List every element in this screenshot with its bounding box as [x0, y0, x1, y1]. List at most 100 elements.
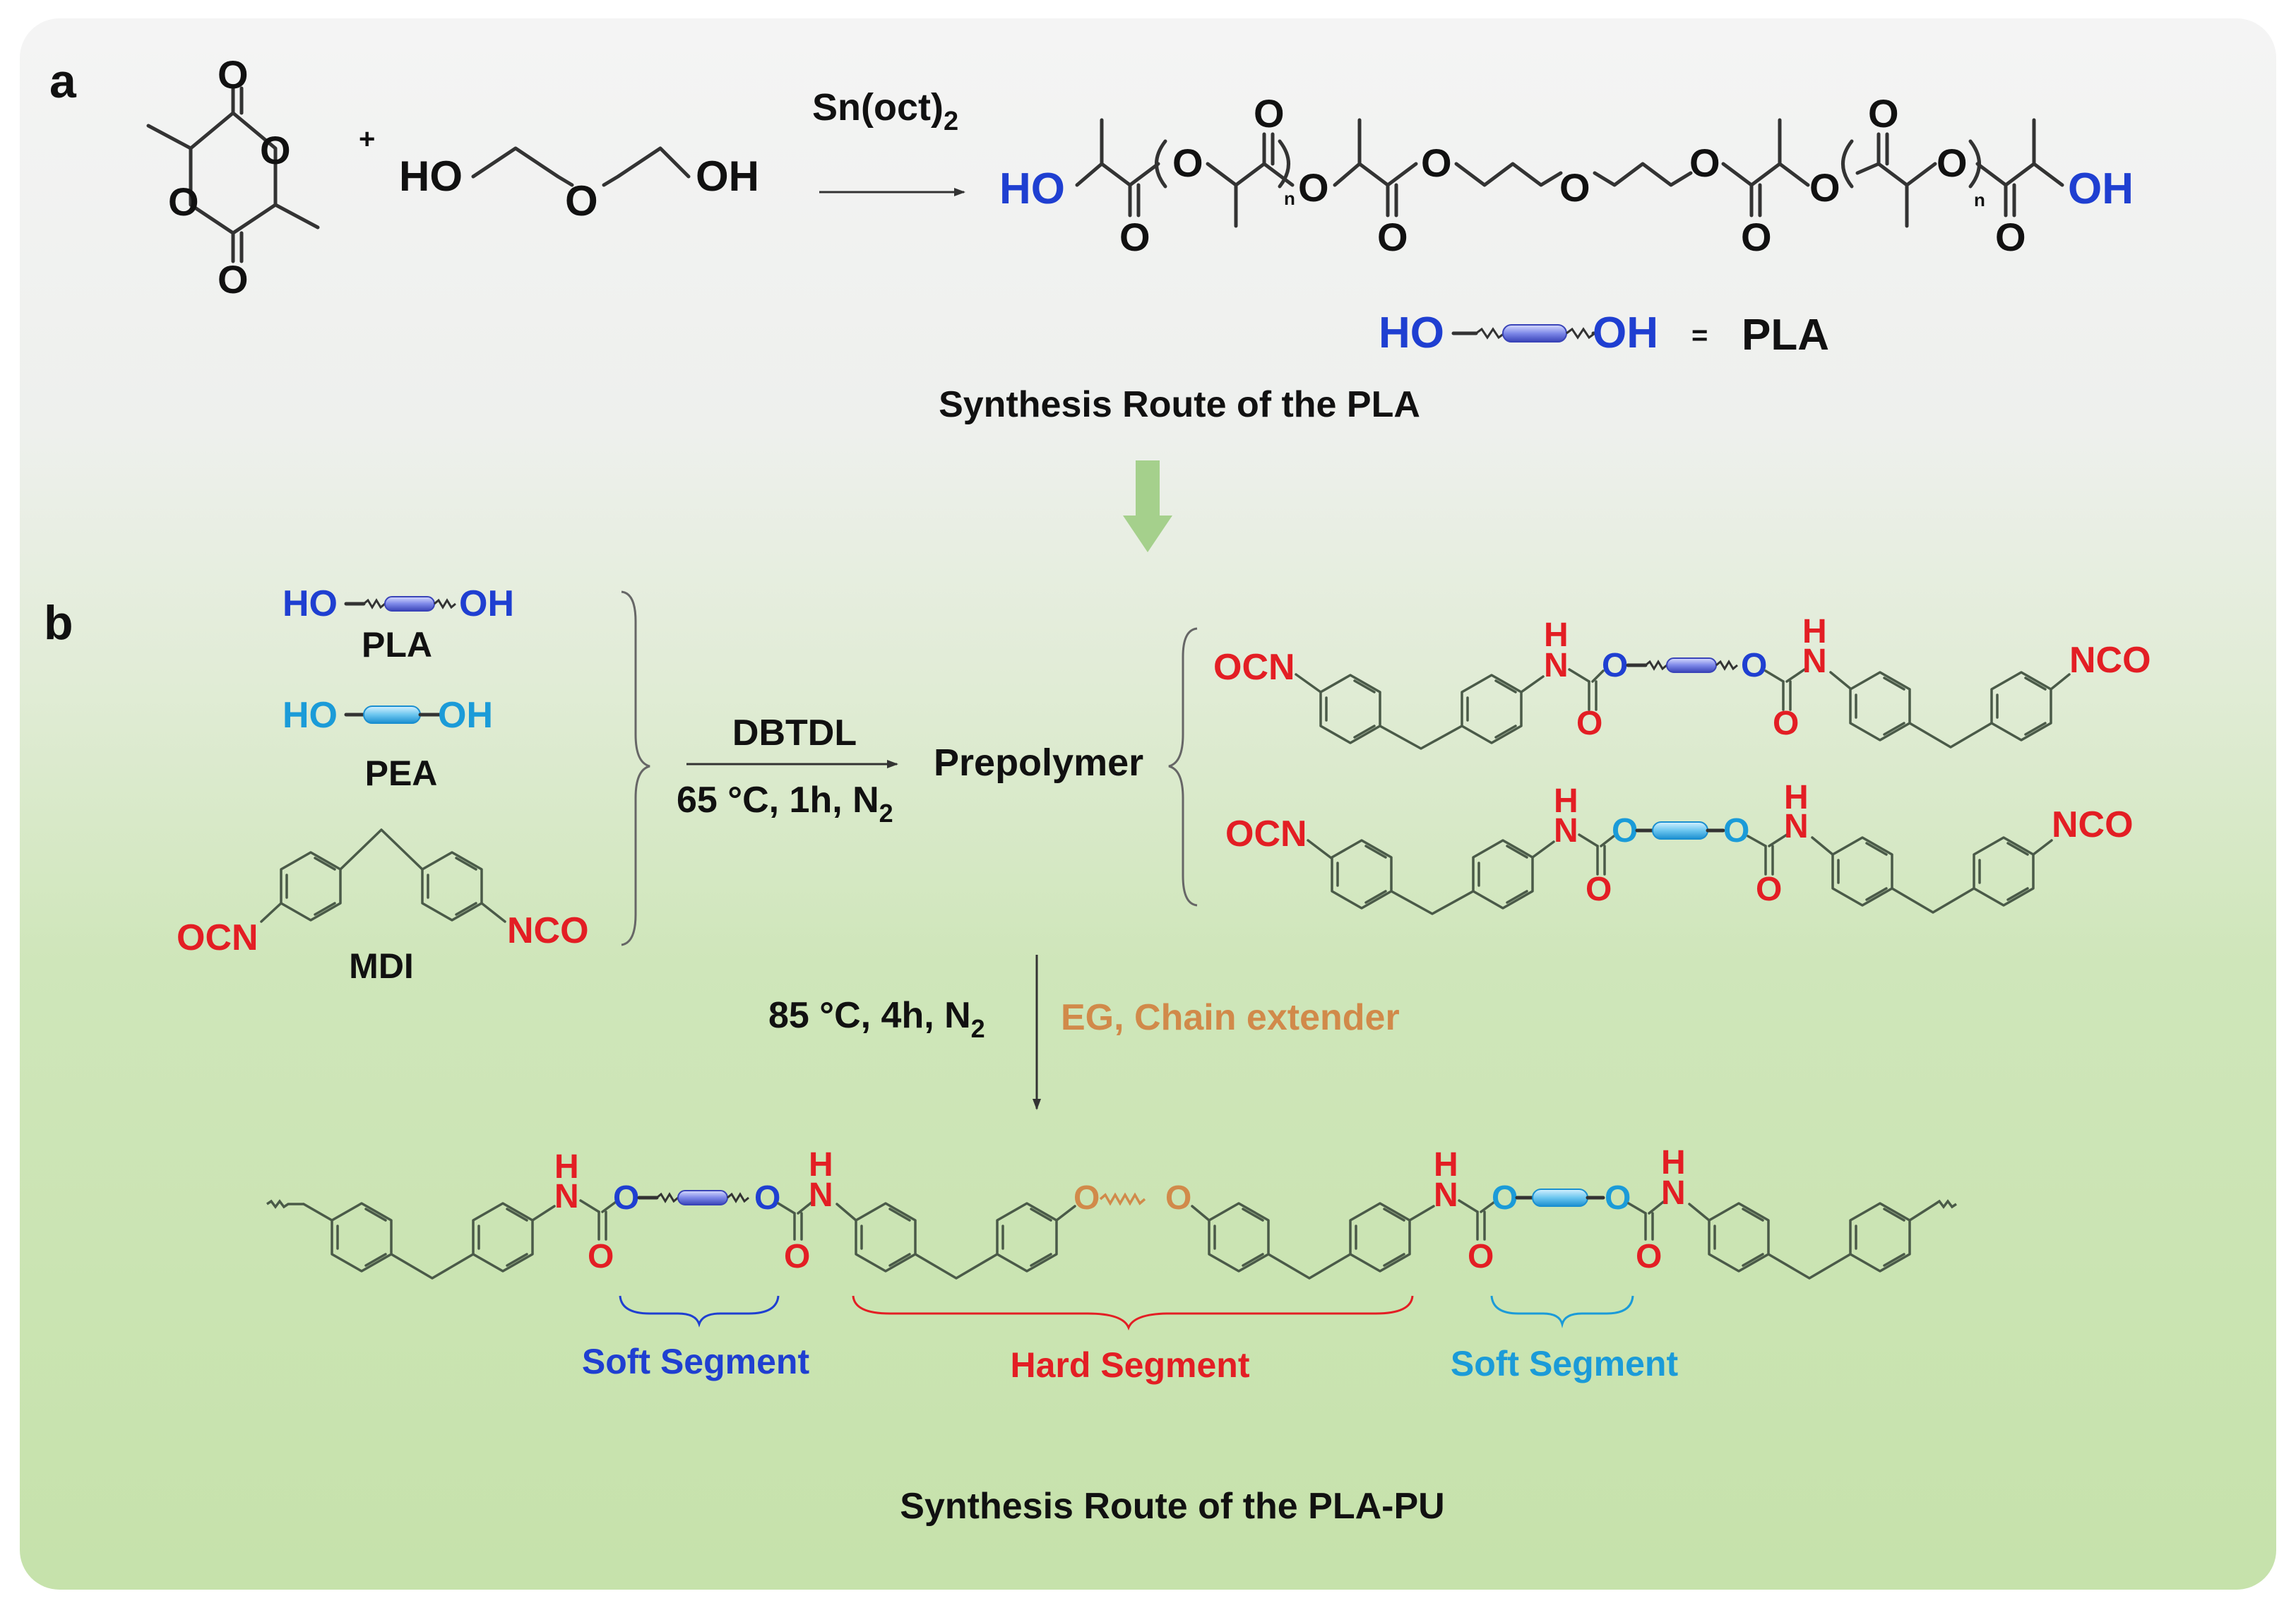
reagent-mdi-ocn: OCN	[177, 917, 258, 958]
plus-sign: +	[359, 124, 375, 155]
soft-segment-brace-pea	[1490, 1295, 1634, 1328]
prepolymer-pla: OCN H N O O O O H N NCO	[1213, 613, 2151, 750]
caption-panel-a: Synthesis Route of the PLA	[939, 384, 1420, 425]
polymer-o: O	[1636, 1238, 1662, 1275]
product-o: O	[1254, 91, 1285, 136]
product-o: O	[1377, 215, 1408, 259]
prepolymer2-h: H	[1784, 779, 1809, 816]
lactide-o-right: O	[260, 128, 291, 172]
legend-pla: PLA	[1742, 311, 1829, 359]
lactide-o-bottom: O	[218, 257, 249, 302]
legend-equals: =	[1691, 320, 1708, 351]
polymer-h: H	[1434, 1146, 1458, 1184]
transition-arrow	[1123, 460, 1172, 552]
pla-pu-polymer: H N O O O O H N O O H N	[266, 1144, 1957, 1280]
caption-panel-b: Synthesis Route of the PLA-PU	[900, 1486, 1444, 1527]
diol-o: O	[565, 177, 598, 225]
pla-product-structure: HO O O O n O O O O O O O O	[999, 91, 2134, 259]
product-oh: OH	[2068, 165, 2134, 213]
diethylene-glycol-structure: HO O OH	[399, 146, 759, 225]
prepolymer2-nco: NCO	[2052, 804, 2134, 845]
reagent-pea-oh: OH	[438, 695, 493, 736]
soft-segment-label-pea: Soft Segment	[1451, 1344, 1679, 1383]
polymer-o: O	[613, 1179, 639, 1217]
prepolymer2-o: O	[1586, 871, 1612, 908]
product-o: O	[1868, 91, 1899, 136]
catalyst-snoct2: Sn(oct)2	[812, 86, 958, 136]
product-o: O	[1937, 141, 1968, 185]
prepolymer2-n: N	[1784, 808, 1809, 845]
polymer-o: O	[1605, 1179, 1631, 1217]
polymer-n: N	[809, 1177, 833, 1214]
polymer-o-extender: O	[1073, 1179, 1100, 1217]
lactide-o-left: O	[168, 179, 199, 224]
prepolymer2-h: H	[1554, 782, 1578, 820]
reagent-brace	[621, 590, 650, 946]
reagent-mdi-name: MDI	[349, 946, 414, 986]
prepolymer1-h: H	[1544, 617, 1569, 654]
lactide-structure: O O O O	[146, 52, 320, 302]
product-o: O	[1119, 215, 1150, 259]
polymer-o: O	[1492, 1179, 1518, 1217]
polymer-n: N	[1661, 1174, 1686, 1212]
hard-segment-label: Hard Segment	[1011, 1345, 1250, 1385]
legend-ho: HO	[1379, 309, 1444, 357]
product-o: O	[1559, 165, 1590, 210]
prepolymer1-nco: NCO	[2069, 640, 2151, 681]
polymer-o: O	[754, 1179, 780, 1217]
step1-conditions: 65 °C, 1h, N2	[677, 780, 893, 828]
reagent-mdi: OCN NCO MDI	[177, 828, 589, 986]
prepolymer1-o: O	[1773, 705, 1799, 742]
prepolymer1-h: H	[1802, 613, 1827, 650]
diol-oh: OH	[696, 153, 759, 200]
hard-segment-brace	[852, 1295, 1414, 1331]
prepolymer2-o: O	[1612, 812, 1638, 850]
reagent-pla: HO OH PLA	[282, 583, 514, 665]
polymer-o: O	[784, 1238, 810, 1275]
prepolymer1-o: O	[1576, 705, 1602, 742]
panel-a-label: a	[49, 54, 77, 108]
repeat-n: n	[1284, 188, 1295, 209]
step2-conditions: 85 °C, 4h, N2	[768, 995, 985, 1043]
soft-segment-brace-pla	[619, 1295, 780, 1328]
polymer-n: N	[1434, 1177, 1458, 1214]
soft-segment-label-pla: Soft Segment	[582, 1342, 810, 1381]
polymer-o: O	[588, 1238, 614, 1275]
product-o: O	[1298, 165, 1329, 210]
reagent-pla-name: PLA	[362, 625, 432, 665]
prepolymer2-o: O	[1723, 812, 1749, 850]
product-ho: HO	[999, 165, 1065, 213]
polymer-h: H	[1661, 1144, 1686, 1181]
prepolymer1-ocn: OCN	[1213, 647, 1295, 688]
polymer-h: H	[554, 1148, 579, 1186]
product-o: O	[1995, 215, 2026, 259]
product-o: O	[1809, 165, 1840, 210]
prepolymer-pea: OCN H N O O O O H N NCO	[1225, 779, 2134, 915]
prepolymer1-o: O	[1741, 647, 1767, 684]
prepolymer-label: Prepolymer	[934, 742, 1143, 784]
scheme-background	[20, 18, 2276, 1590]
prepolymer1-n: N	[1802, 643, 1827, 680]
polymer-o-extender: O	[1165, 1179, 1191, 1217]
product-o: O	[1741, 215, 1772, 259]
reagent-pea-ho: HO	[282, 695, 338, 736]
reagent-pla-oh: OH	[459, 583, 514, 624]
pla-legend: HO OH = PLA	[1379, 309, 1829, 359]
step1-catalyst: DBTDL	[732, 713, 857, 754]
panel-b-label: b	[44, 596, 73, 650]
polymer-n: N	[554, 1178, 579, 1215]
prepolymer1-n: N	[1544, 647, 1569, 684]
legend-oh: OH	[1593, 309, 1658, 357]
prepolymer2-o: O	[1756, 871, 1782, 908]
product-o: O	[1172, 141, 1203, 185]
reagent-pla-ho: HO	[282, 583, 338, 624]
reagent-pea: HO OH PEA	[282, 695, 493, 793]
step2-extender: EG, Chain extender	[1061, 997, 1400, 1038]
reagent-pea-name: PEA	[365, 754, 438, 793]
polymer-h: H	[809, 1146, 833, 1184]
diol-ho: HO	[399, 153, 463, 200]
prepolymer-brace	[1168, 627, 1198, 907]
prepolymer1-o: O	[1602, 647, 1628, 684]
product-o: O	[1421, 141, 1452, 185]
